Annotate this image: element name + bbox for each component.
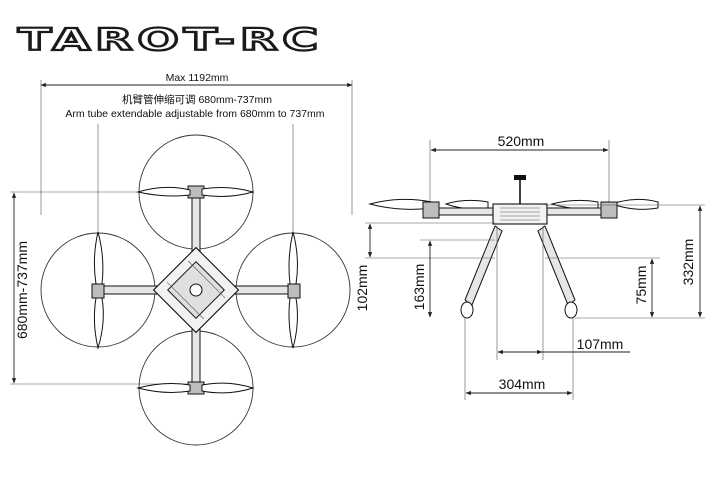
motor-left [91,283,105,299]
arm-range-label: 680mm-737mm [14,241,30,339]
side-blade-left-inner [444,199,489,210]
arm-note-en: Arm tube extendable adjustable from 680m… [65,108,324,120]
foot-left [460,301,474,319]
side-view: 520mm 332mm 75mm [354,133,705,400]
gps-puck [514,175,526,180]
blade-left-up [93,231,104,285]
motor-span-label: 520mm [498,133,545,149]
gear-outer-label: 304mm [499,376,546,392]
landing-leg-left [464,225,503,306]
center-frame [152,246,240,334]
arm-note-cn: 机臂管伸缩可调 680mm-737mm [122,93,272,106]
blade-top-right [201,187,255,197]
side-motor-right [600,201,618,219]
max-span-label: Max 1192mm [166,72,229,84]
height-75-label: 75mm [633,266,649,305]
blade-left-down [93,297,104,350]
logo-text: TAROT-RC [18,23,323,58]
gear-inner-label: 107mm [577,336,624,352]
side-blade-right-outer [610,198,659,210]
height-102-label: 102mm [354,265,370,312]
foot-right [564,301,578,319]
blade-top-left [136,186,191,197]
top-view: Max 1192mm 机臂管伸缩可调 680mm-737mm Arm tube … [10,72,353,446]
height-163-label: 163mm [411,264,427,311]
motor-right [287,283,301,299]
blade-bottom-right [201,382,255,394]
blade-right-down [288,297,298,349]
blade-bottom-left [136,383,191,393]
total-height-label: 332mm [680,239,696,286]
side-body [492,203,548,225]
blade-right-up [288,231,298,285]
tarot-rc-logo: TAROT-RC [17,22,323,59]
side-motor-left [422,201,440,219]
landing-leg-right [537,225,576,306]
